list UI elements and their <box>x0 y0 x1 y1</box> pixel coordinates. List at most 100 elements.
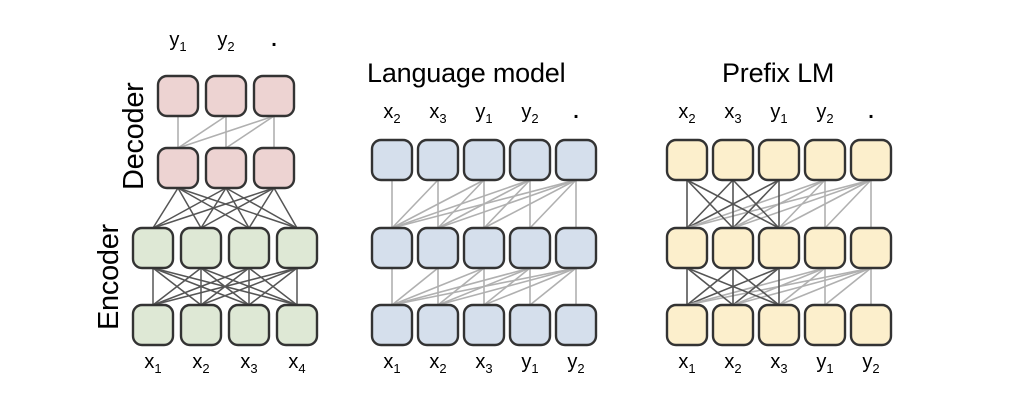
token-base: x <box>429 351 440 373</box>
prefix-lm-top-token: y1 <box>759 102 799 125</box>
encoder-bottom-row-node <box>227 303 271 347</box>
token-base: x <box>678 351 689 373</box>
encoder-decoder-bottom-token: x4 <box>277 352 317 375</box>
prefix-bottom-row-node <box>757 303 801 347</box>
causal-attention-edge <box>778 267 826 306</box>
decoder-top-row-node <box>252 74 296 118</box>
decoder-self-attention-edge <box>225 115 275 149</box>
token-subscript: 3 <box>439 111 447 126</box>
token-base: x <box>383 101 394 123</box>
prefix-lm-bottom-token: y1 <box>805 352 845 375</box>
token-base: x <box>192 351 203 373</box>
token-subscript: 2 <box>826 111 834 126</box>
token-base: y <box>862 351 873 373</box>
encoder-self-attention-edge <box>200 267 298 306</box>
token-subscript: 2 <box>393 111 401 126</box>
prefix-middle-row-node <box>757 226 801 270</box>
lm-top-row-node <box>370 138 414 182</box>
prefix-lm-top-token: y2 <box>805 102 845 125</box>
token-base: y <box>475 101 486 123</box>
token-subscript: 2 <box>734 361 742 376</box>
lm-middle-row-node <box>508 226 552 270</box>
token-base: x <box>240 351 251 373</box>
decoder-top-row-node <box>156 74 200 118</box>
lm-top-row-node <box>462 138 506 182</box>
lm-top-row-node <box>416 138 460 182</box>
lm-bottom-row-node <box>554 303 598 347</box>
cross-attention-edge <box>225 187 298 229</box>
prefix-lm-top-token: x3 <box>713 102 753 125</box>
causal-attention-edge <box>391 179 439 229</box>
lm-bottom-row-node <box>508 303 552 347</box>
token-subscript: 1 <box>826 361 834 376</box>
prefix-bottom-row-node <box>849 303 893 347</box>
token-base: y <box>217 29 228 51</box>
token-subscript: 1 <box>780 111 788 126</box>
causal-attention-edge <box>391 267 439 306</box>
causal-attention-edge <box>824 179 872 229</box>
token-subscript: 1 <box>531 361 539 376</box>
language-model-bottom-token: x3 <box>464 352 504 375</box>
encoder-self-attention-edge <box>152 267 202 306</box>
causal-attention-edge <box>437 267 485 306</box>
prefix-middle-row-node <box>711 226 755 270</box>
token-subscript: 1 <box>179 39 187 54</box>
causal-attention-edge <box>824 267 872 306</box>
language-model-bottom-token: y1 <box>510 352 550 375</box>
encoder-self-attention-edge <box>152 267 298 306</box>
prefix-bidirectional-edge <box>686 267 780 306</box>
language-model-bottom-token: y2 <box>556 352 596 375</box>
encoder-top-row-node <box>227 226 271 270</box>
encoder-bottom-row-node <box>275 303 319 347</box>
token-base: y <box>816 101 827 123</box>
prefix-lm-bottom-token: x2 <box>713 352 753 375</box>
decoder-self-attention-edge <box>177 115 227 149</box>
prefix-bottom-row-node <box>665 303 709 347</box>
prefix-lm-bottom-token: x1 <box>667 352 707 375</box>
token-base: y <box>169 29 180 51</box>
prefix-bidirectional-edge <box>686 267 734 306</box>
token-base: x <box>383 351 394 373</box>
cross-attention-edge <box>152 187 179 229</box>
encoder-decoder-top-token: . <box>254 30 294 50</box>
node-layer <box>131 74 893 347</box>
encoder-decoder-top-token: y1 <box>158 30 198 53</box>
token-base: x <box>678 101 689 123</box>
prefix-top-row-node <box>711 138 755 182</box>
token-base: y <box>521 351 532 373</box>
causal-attention-edge <box>529 179 577 229</box>
token-subscript: 1 <box>154 361 162 376</box>
prefix-lm-top-token: x2 <box>667 102 707 125</box>
lm-top-row-node <box>508 138 552 182</box>
encoder-decoder-bottom-token: x3 <box>229 352 269 375</box>
lm-middle-row-node <box>370 226 414 270</box>
token-subscript: 3 <box>734 111 742 126</box>
token-subscript: 2 <box>202 361 210 376</box>
token-base: . <box>868 101 874 123</box>
encoder-top-row-node <box>275 226 319 270</box>
prefix-bidirectional-edge <box>686 179 734 229</box>
encoder-top-row-node <box>131 226 175 270</box>
causal-attention-edge <box>483 179 531 229</box>
decoder-bottom-row-node <box>156 146 200 190</box>
encoder-bottom-row-node <box>179 303 223 347</box>
causal-attention-edge <box>437 179 485 229</box>
token-subscript: 3 <box>485 361 493 376</box>
token-subscript: 2 <box>872 361 880 376</box>
token-subscript: 2 <box>688 111 696 126</box>
causal-attention-edge <box>778 179 826 229</box>
token-base: y <box>567 351 578 373</box>
token-base: x <box>724 101 735 123</box>
token-base: y <box>770 101 781 123</box>
causal-attention-edge <box>529 267 577 306</box>
cross-attention-edge <box>273 187 298 229</box>
language-model-bottom-token: x1 <box>372 352 412 375</box>
prefix-bidirectional-edge <box>732 179 780 229</box>
lm-middle-row-node <box>554 226 598 270</box>
cross-attention-edge <box>177 187 250 229</box>
cross-attention-edge <box>177 187 202 229</box>
encoder-decoder-top-token: y2 <box>206 30 246 53</box>
language-model-top-token: y2 <box>510 102 550 125</box>
